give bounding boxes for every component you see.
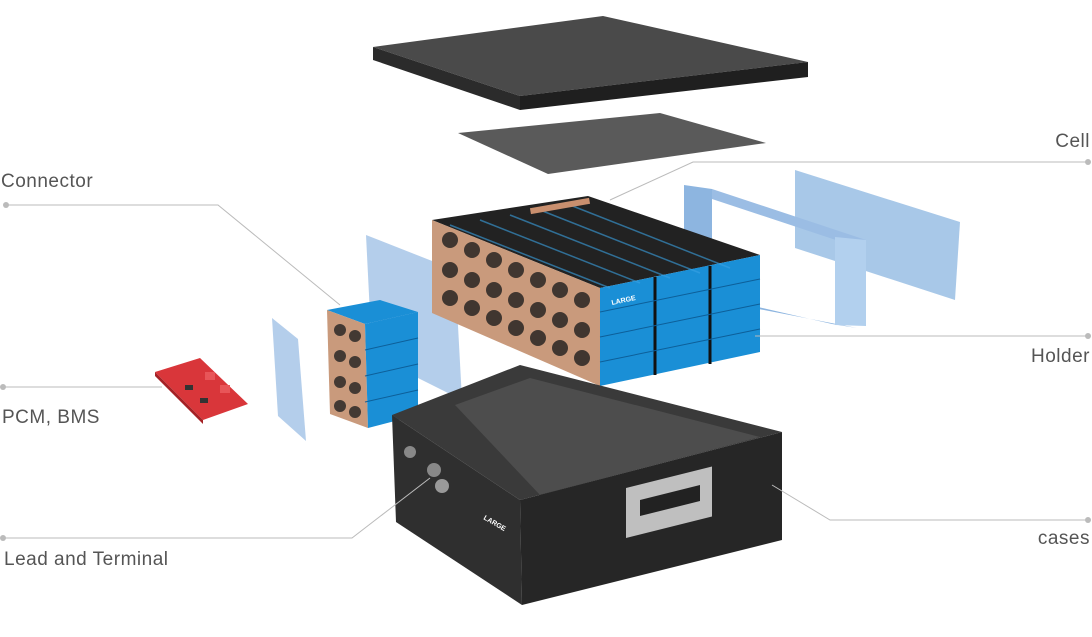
top-lid [373,16,808,110]
leader-cell [609,161,1088,201]
label-cases: cases [1037,528,1090,549]
battery-case: LARGE [392,365,782,605]
label-cell: Cell [1055,131,1090,152]
leader-lead-terminal [3,477,431,539]
label-holder: Holder [1031,346,1090,367]
leader-lines [3,161,1088,539]
cell-module: LARGE [432,196,761,386]
label-lead-terminal: Lead and Terminal [4,549,169,570]
top-insulation-sheet [458,113,766,174]
label-connector: Connector [1,171,94,192]
leader-cases [771,484,1088,521]
leader-dots [0,159,1091,541]
label-pcm-bms: PCM, BMS [2,407,100,428]
bms-insulation-sheet [272,318,306,441]
leader-connector [6,204,341,306]
pcm-bms-board [155,358,248,424]
connector-module [327,300,419,428]
